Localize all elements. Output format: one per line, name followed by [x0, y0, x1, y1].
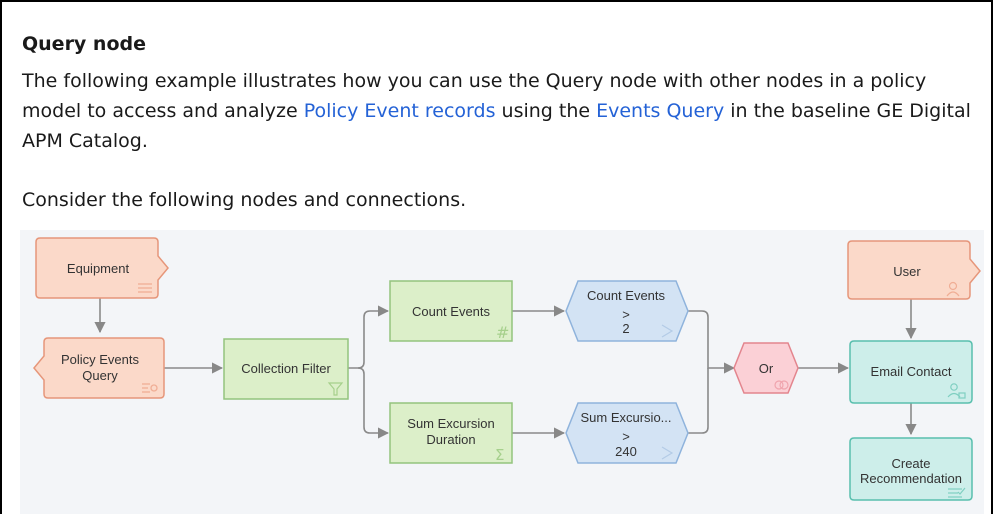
chevron-right-icon [661, 324, 674, 338]
equipment-node[interactable]: Equipment [35, 237, 169, 299]
policy-events-query-label-line1: Policy Events [61, 352, 140, 367]
user-icon [946, 281, 960, 297]
email-contact-label: Email Contact [871, 364, 952, 379]
query-icon [142, 383, 158, 393]
sigma-icon: Σ [495, 446, 504, 464]
create-recommendation-node[interactable]: Create Recommendation [849, 437, 973, 501]
count-events-condition-operator: > [622, 307, 630, 322]
checklist-icon [948, 487, 966, 498]
sum-excursion-condition-node[interactable]: Sum Excursio... > 240 [565, 402, 689, 464]
email-contact-node[interactable]: Email Contact [849, 340, 973, 404]
intro-paragraph: The following example illustrates how yo… [22, 66, 982, 156]
create-recommendation-label-line1: Create [891, 456, 930, 471]
sum-excursion-condition-operator: > [622, 429, 630, 444]
sum-excursion-label-line1: Sum Excursion [407, 416, 494, 431]
count-events-condition-label: Count Events [587, 288, 666, 303]
intro-text-mid: using the [495, 100, 597, 122]
intro-text-end: in the baseline GE Digital APM Catalog. [22, 100, 971, 152]
connectors [94, 298, 917, 439]
sum-excursion-label-line2: Duration [426, 432, 475, 447]
user-label: User [893, 264, 921, 279]
collection-filter-node[interactable]: Collection Filter [223, 338, 349, 400]
connector-sumcond-or [688, 368, 709, 434]
sum-excursion-node[interactable]: Sum Excursion Duration Σ [389, 402, 513, 464]
count-events-condition-value: 2 [622, 321, 629, 336]
user-node[interactable]: User [847, 240, 981, 300]
count-events-label: Count Events [412, 304, 491, 319]
consider-paragraph: Consider the following nodes and connect… [22, 189, 467, 211]
or-label: Or [759, 361, 774, 376]
venn-icon [774, 380, 789, 390]
list-icon [138, 283, 152, 293]
connector-countcond-or [688, 310, 736, 374]
equipment-label: Equipment [67, 261, 130, 276]
contact-icon [947, 383, 966, 399]
hash-icon: # [496, 323, 509, 342]
or-node[interactable]: Or [733, 342, 799, 394]
chevron-right-icon [661, 446, 674, 460]
create-recommendation-label-line2: Recommendation [860, 471, 962, 486]
section-title: Query node [22, 33, 147, 55]
count-events-condition-node[interactable]: Count Events > 2 [565, 280, 689, 342]
intro-text-start: The following example illustrates how yo… [22, 70, 927, 122]
policy-events-query-node[interactable]: Policy Events Query [33, 337, 165, 399]
filter-icon [327, 382, 344, 396]
diagram-background [20, 230, 984, 514]
count-events-node[interactable]: Count Events # [389, 280, 513, 342]
sum-excursion-condition-label: Sum Excursio... [580, 410, 671, 425]
sum-excursion-condition-value: 240 [615, 444, 637, 459]
collection-filter-label: Collection Filter [241, 361, 331, 376]
policy-events-query-label-line2: Query [82, 368, 118, 383]
connector-filter-sum [357, 367, 390, 439]
events-query-link[interactable]: Events Query [596, 100, 725, 122]
policy-event-records-link[interactable]: Policy Event records [303, 100, 496, 122]
